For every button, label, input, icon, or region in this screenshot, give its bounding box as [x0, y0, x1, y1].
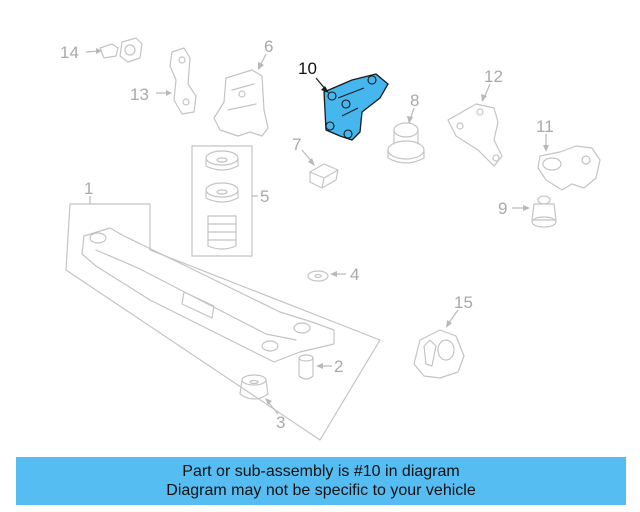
callout-12-label: 12	[484, 67, 503, 86]
part-9-mount[interactable]	[531, 195, 557, 228]
callout-4-label: 4	[350, 265, 359, 284]
part-13-bracket[interactable]	[169, 47, 197, 115]
callout-5: 5	[252, 187, 269, 206]
part-1-crossmember[interactable]	[65, 203, 381, 441]
part-2-bushing[interactable]	[298, 354, 314, 380]
callout-10-label: 10	[298, 59, 317, 78]
callout-11-label: 11	[536, 117, 554, 136]
callout-2: 2	[316, 357, 343, 376]
callout-8: 8	[407, 91, 419, 124]
callout-3-label: 3	[276, 413, 285, 432]
part-3-mount[interactable]	[239, 374, 269, 400]
part-11-mount[interactable]	[537, 145, 601, 191]
part-6-bracket[interactable]	[213, 69, 269, 137]
part-8-mount[interactable]	[387, 122, 425, 164]
callout-6: 6	[258, 37, 273, 70]
callout-4: 4	[330, 265, 359, 284]
part-15-mount[interactable]	[413, 329, 465, 379]
callout-5-label: 5	[260, 187, 269, 206]
callout-13-label: 13	[130, 85, 149, 104]
banner-part-note: Part or sub-assembly is #10 in diagram	[182, 463, 460, 480]
part-10-highlighted-bracket[interactable]	[323, 73, 389, 141]
part-5-bushing-set[interactable]	[191, 145, 253, 257]
callout-11: 11	[536, 117, 554, 152]
callout-3: 3	[265, 398, 285, 432]
callout-7: 7	[292, 135, 315, 166]
callout-9-label: 9	[498, 199, 507, 218]
banner-disclaimer: Diagram may not be specific to your vehi…	[166, 482, 476, 499]
callout-12: 12	[481, 67, 503, 102]
part-14-mount[interactable]	[99, 37, 143, 63]
callout-1: 1	[84, 179, 93, 204]
callout-8-label: 8	[410, 91, 419, 110]
part-4-washer[interactable]	[307, 270, 329, 282]
part-info-banner: Part or sub-assembly is #10 in diagram D…	[16, 457, 626, 505]
callout-13: 13	[130, 85, 172, 104]
callout-15: 15	[446, 293, 473, 328]
callout-2-label: 2	[334, 357, 343, 376]
part-12-bracket[interactable]	[447, 103, 503, 167]
callout-10: 10	[298, 59, 329, 93]
part-7-block[interactable]	[309, 163, 339, 189]
callout-14: 14	[60, 43, 102, 62]
callout-7-label: 7	[292, 135, 301, 154]
callout-1-label: 1	[84, 179, 93, 198]
callout-14-label: 14	[60, 43, 79, 62]
callout-6-label: 6	[264, 37, 273, 56]
callout-9: 9	[498, 199, 530, 218]
callout-15-label: 15	[454, 293, 473, 312]
